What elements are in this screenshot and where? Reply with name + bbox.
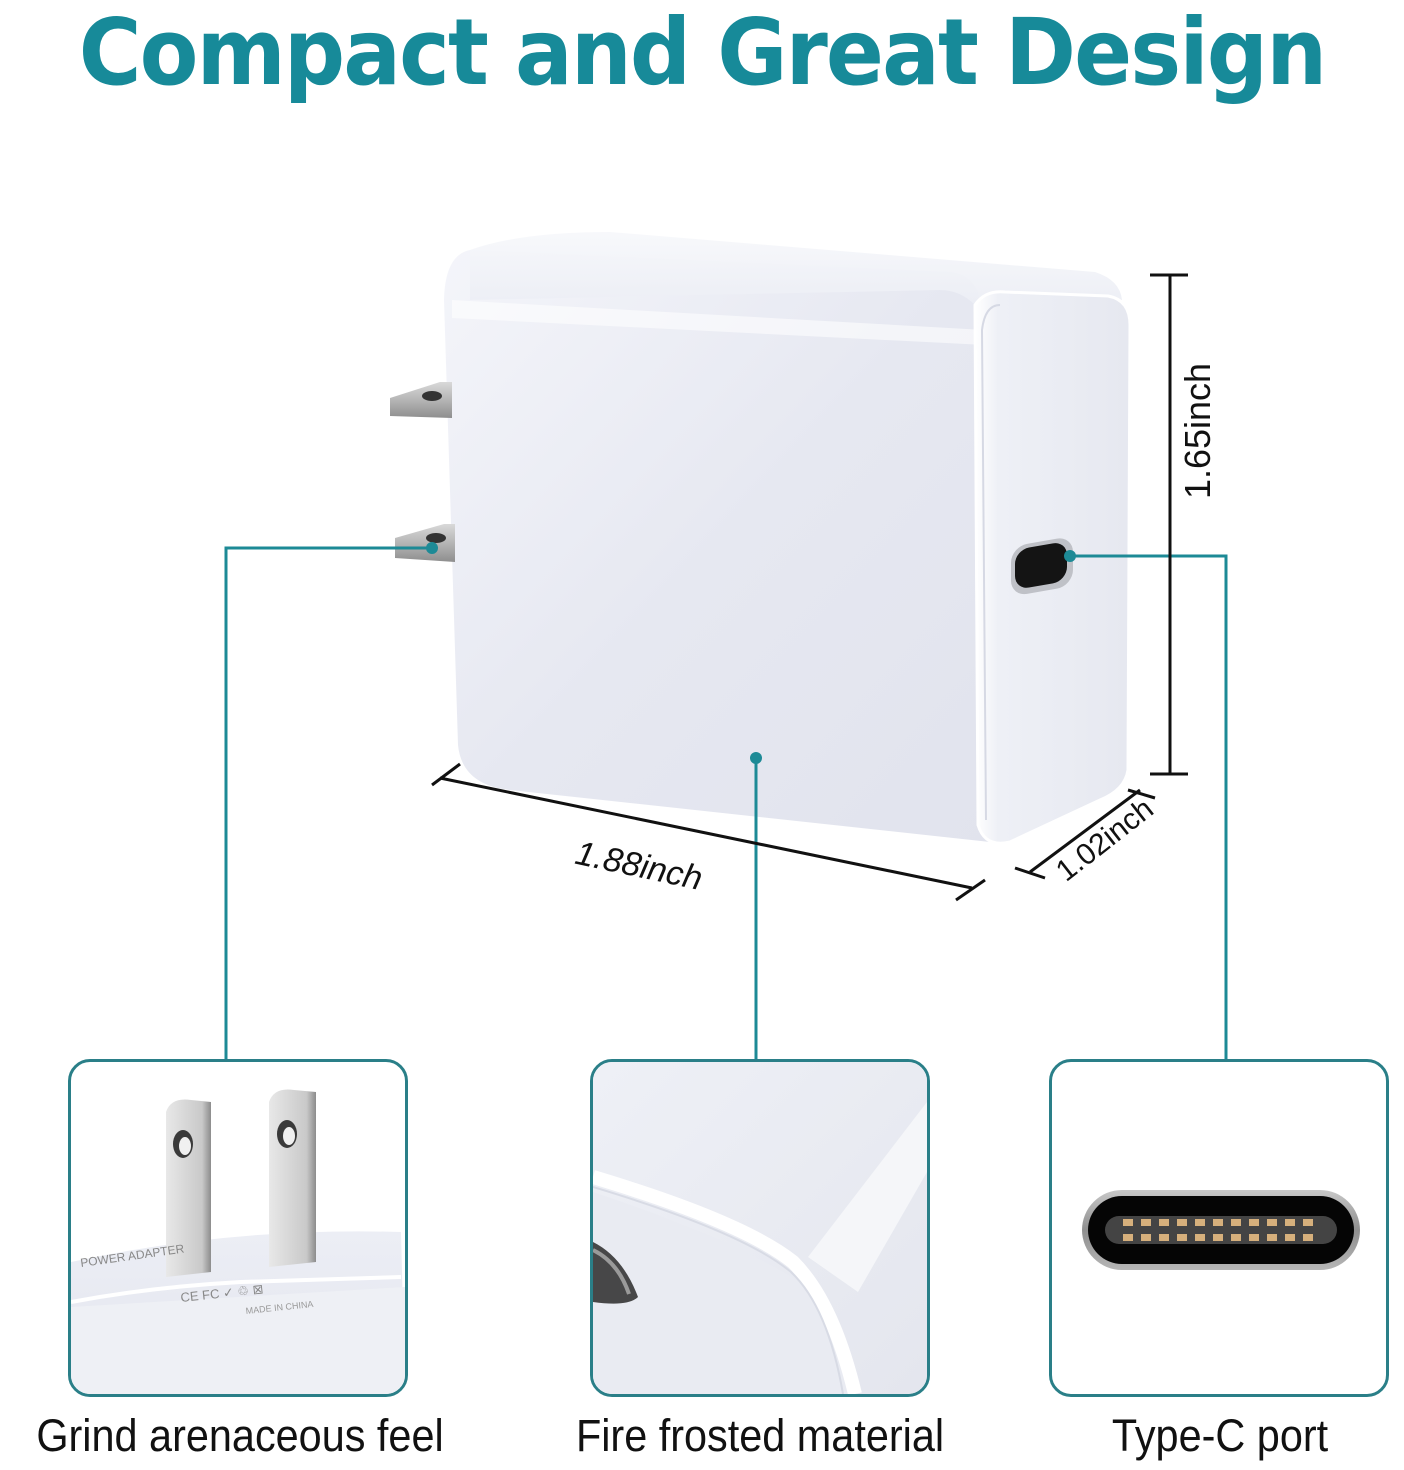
leader-line-port bbox=[1070, 554, 1228, 1059]
feature-panel-prongs: POWER ADAPTER CE FC ✓ ♲ ⊠ MADE IN CHINA bbox=[68, 1059, 408, 1397]
usb-type-c-port-icon bbox=[1082, 1190, 1360, 1270]
leader-lines bbox=[224, 546, 1228, 1059]
leader-line-prongs bbox=[224, 546, 432, 1059]
caption-port: Type-C port bbox=[1111, 1410, 1329, 1461]
foldable-prong-plug-icon: POWER ADAPTER CE FC ✓ ♲ ⊠ MADE IN CHINA bbox=[71, 1089, 405, 1394]
feature-panel-material bbox=[590, 1059, 930, 1397]
height-dimension-label: 1.65inch bbox=[1177, 362, 1219, 500]
caption-prongs: Grind arenaceous feel bbox=[36, 1410, 444, 1461]
caption-material: Fire frosted material bbox=[575, 1410, 945, 1461]
frosted-shell-closeup-icon bbox=[593, 1062, 927, 1394]
page-title: Compact and Great Design bbox=[78, 0, 1327, 106]
prong-top bbox=[390, 382, 452, 418]
leader-dots bbox=[426, 542, 1076, 764]
type-c-port bbox=[1011, 538, 1073, 595]
charger-body bbox=[444, 232, 1132, 845]
feature-panel-port bbox=[1049, 1059, 1389, 1397]
dimension-lines bbox=[431, 273, 1188, 902]
prong-bottom bbox=[395, 524, 455, 562]
